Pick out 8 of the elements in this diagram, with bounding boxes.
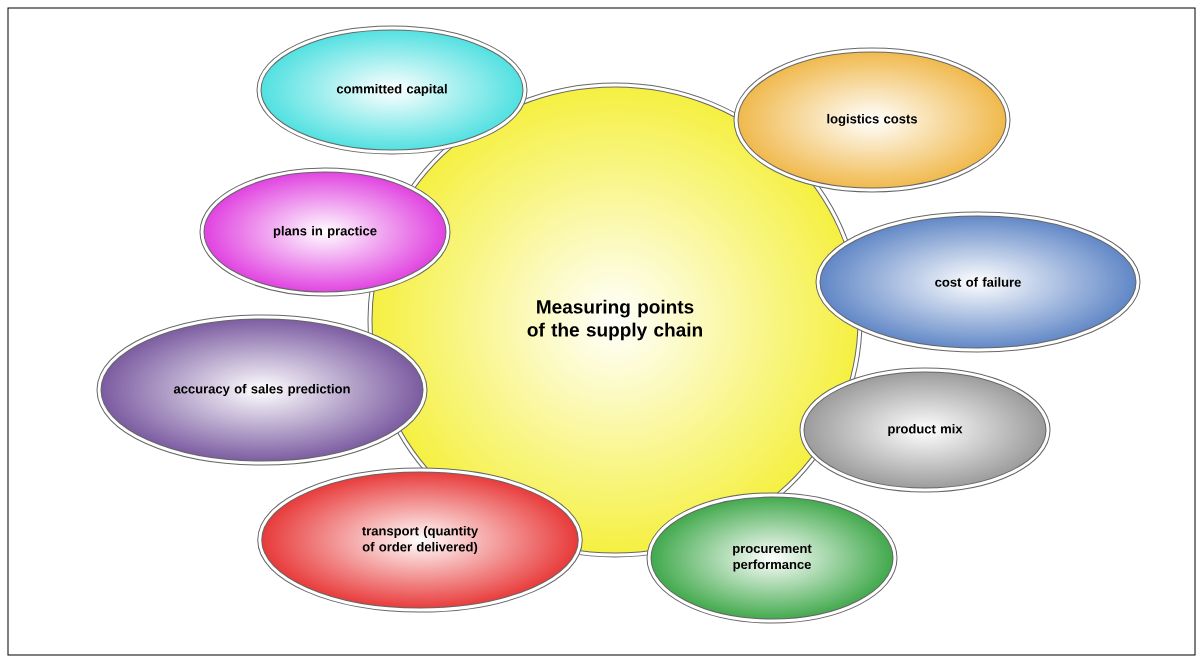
ellipse-bubble: procurement performance: [646, 492, 898, 624]
ellipse-bubble: cost of failure: [815, 211, 1141, 353]
ellipse-bubble: product mix: [799, 367, 1051, 493]
ellipse-bubble: plans in practice: [199, 167, 451, 297]
ellipse-bubble: transport (quantity of order delivered): [257, 467, 583, 613]
ellipse-bubble: logistics costs: [733, 47, 1011, 193]
ellipse-bubble: accuracy of sales prediction: [96, 314, 428, 466]
ellipse-bubble: committed capital: [256, 25, 528, 155]
